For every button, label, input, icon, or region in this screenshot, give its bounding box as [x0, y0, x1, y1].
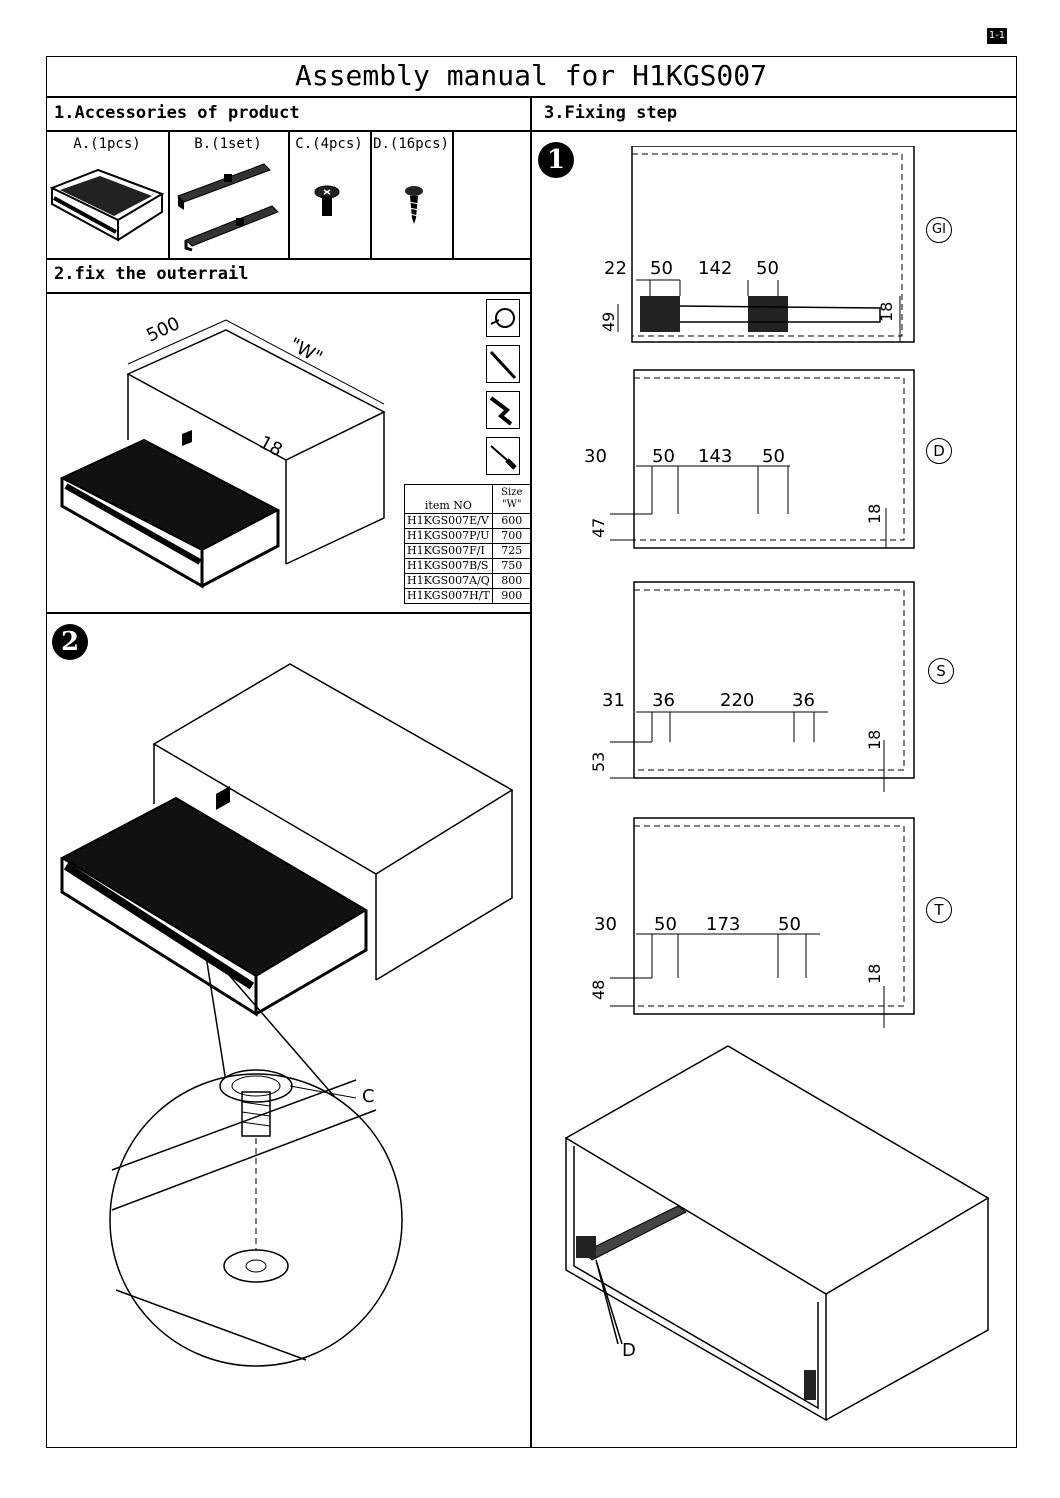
table-cell-item: H1KGS007A/Q — [404, 573, 493, 589]
panel-letter-d: D — [926, 438, 952, 464]
rails-icon — [177, 163, 279, 252]
dim-c: 143 — [698, 446, 732, 467]
cabinet-outerrail-drawing: 500 "W" 18 — [59, 313, 386, 589]
dim-right: 18 — [877, 302, 896, 322]
fixing-panel-gi: 22 50 142 50 49 18 — [599, 146, 915, 343]
table-cell-size: 800 — [491, 573, 532, 589]
accessory-a-label: A.(1pcs) — [73, 136, 141, 152]
divider — [46, 96, 1017, 98]
accessory-b-label: B.(1set) — [194, 136, 262, 152]
dim-b: 50 — [650, 258, 673, 279]
fixing-panel-s: 31 36 220 36 53 18 — [589, 581, 915, 792]
tape-measure-icon — [486, 299, 520, 337]
dim-a: 30 — [594, 914, 617, 935]
dim-a: 31 — [602, 690, 625, 711]
pencil-icon — [486, 345, 520, 383]
table-cell-item: H1KGS007F/I — [404, 543, 493, 559]
dim-c: 220 — [720, 690, 754, 711]
divider — [452, 130, 454, 258]
dim-d: 50 — [762, 446, 785, 467]
basket-icon — [49, 168, 165, 242]
screwdriver-icon — [486, 437, 520, 475]
section3-heading: 3.Fixing step — [544, 103, 678, 123]
screw-d-icon — [405, 186, 423, 224]
fixing-panel-d: 30 50 143 50 47 18 — [584, 369, 915, 549]
dim-d: 36 — [792, 690, 815, 711]
divider — [288, 130, 290, 258]
dim-vert: 49 — [599, 312, 618, 332]
section2-heading: 2.fix the outerrail — [54, 264, 249, 284]
divider — [530, 96, 532, 1448]
dim-d: 50 — [778, 914, 801, 935]
table-cell-size: 750 — [491, 558, 532, 574]
accessory-c-label: C.(4pcs) — [295, 136, 363, 152]
dim-b: 50 — [652, 446, 675, 467]
table-header-size: Size "W" — [491, 484, 532, 514]
divider — [46, 612, 531, 614]
dim-right: 18 — [865, 730, 884, 750]
accessory-d-label: D.(16pcs) — [373, 136, 449, 152]
panel-letter-t: T — [926, 897, 952, 923]
section1-heading: 1.Accessories of product — [54, 103, 300, 123]
table-cell-size: 725 — [491, 543, 532, 559]
table-cell-item: H1KGS007H/T — [404, 588, 493, 604]
dim-a: 22 — [604, 258, 627, 279]
divider — [46, 130, 1017, 132]
step2-callout-c: C — [362, 1086, 375, 1107]
dim-vert: 53 — [589, 752, 608, 772]
dim-b: 50 — [654, 914, 677, 935]
dim-right: 18 — [865, 504, 884, 524]
dim-a: 30 — [584, 446, 607, 467]
table-header-row: item NO Size "W" — [404, 484, 532, 514]
dim-c: 173 — [706, 914, 740, 935]
screw-c-icon — [314, 185, 340, 216]
table-cell-item: H1KGS007B/S — [404, 558, 493, 574]
table-cell-size: 700 — [491, 528, 532, 544]
fixing-panel-t: 30 50 173 50 48 18 — [589, 817, 915, 1028]
dim-right: 18 — [865, 964, 884, 984]
dim-c: 142 — [698, 258, 732, 279]
rails-callout-d: D — [622, 1340, 636, 1361]
table-cell-item: H1KGS007E/V — [404, 513, 493, 529]
dim-b: 36 — [652, 690, 675, 711]
table-cell-size: 900 — [491, 588, 532, 604]
table-header-item: item NO — [404, 484, 493, 514]
page-frame — [46, 56, 1017, 1448]
cabinet-rails-drawing: D — [564, 1045, 990, 1422]
divider — [370, 130, 372, 258]
dim-vert: 48 — [589, 980, 608, 1000]
dim-d: 50 — [756, 258, 779, 279]
cabinet-drawer-drawing: C — [59, 663, 514, 1367]
table-cell-item: H1KGS007P/U — [404, 528, 493, 544]
page-number: 1-1 — [987, 28, 1007, 44]
divider — [46, 292, 531, 294]
page-title: Assembly manual for H1KGS007 — [294, 59, 767, 92]
divider — [46, 258, 531, 260]
step-2-badge: 2 — [52, 624, 88, 660]
table-cell-size: 600 — [491, 513, 532, 529]
step-1-badge: 1 — [538, 142, 574, 178]
panel-letter-gi: GI — [926, 217, 952, 243]
drill-icon — [486, 391, 520, 429]
divider — [168, 130, 170, 258]
dim-vert: 47 — [589, 518, 608, 538]
panel-letter-s: S — [928, 658, 954, 684]
